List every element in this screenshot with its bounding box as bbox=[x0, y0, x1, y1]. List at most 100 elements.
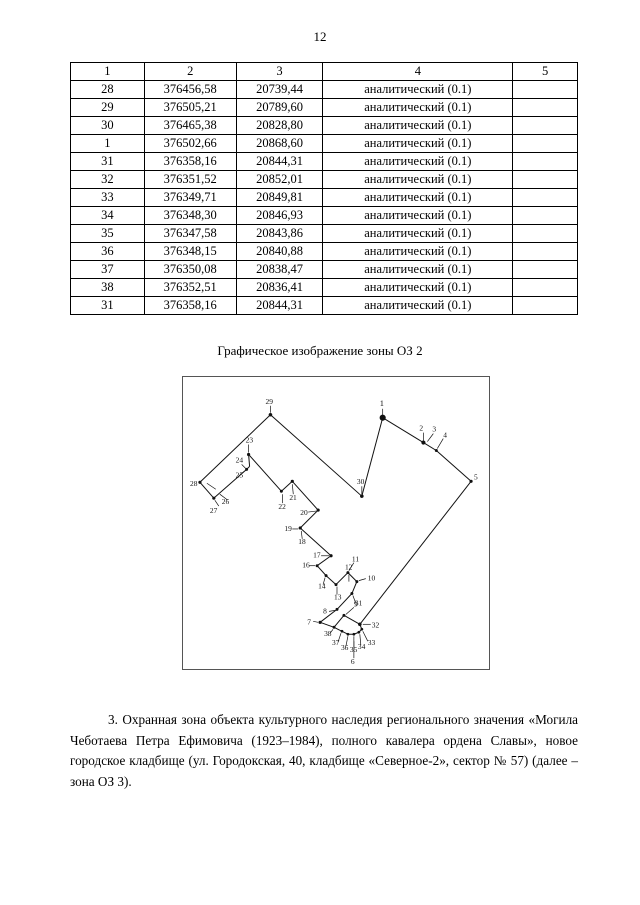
vertex-label-7: 7 bbox=[307, 617, 311, 626]
vertex-label-28: 28 bbox=[190, 479, 198, 488]
cell-coordinate-y: 20828,80 bbox=[235, 116, 324, 135]
cell-coordinate-y: 20844,31 bbox=[235, 296, 324, 315]
vertex-label-31: 31 bbox=[355, 598, 363, 607]
vertex-label-25: 25 bbox=[236, 470, 244, 479]
cell-point-number: 31 bbox=[70, 152, 145, 171]
boundary-edges bbox=[199, 414, 472, 635]
cell-note bbox=[512, 188, 578, 207]
cell-point-number: 38 bbox=[70, 278, 145, 297]
cell-coordinate-x: 376351,52 bbox=[143, 170, 237, 189]
vertex-label-33: 33 bbox=[368, 638, 376, 647]
cell-coordinate-x: 376350,08 bbox=[143, 260, 237, 279]
cell-coordinate-y: 20852,01 bbox=[235, 170, 324, 189]
cell-coordinate-x: 376465,38 bbox=[143, 116, 237, 135]
column-header: 5 bbox=[512, 62, 578, 81]
cell-point-number: 35 bbox=[70, 224, 145, 243]
vertex-label-26: 26 bbox=[222, 497, 230, 506]
cell-coordinate-y: 20836,41 bbox=[235, 278, 324, 297]
vertex-marker-14 bbox=[324, 574, 328, 578]
cell-method: аналитический (0.1) bbox=[322, 116, 514, 135]
vertex-label-37: 37 bbox=[332, 638, 340, 647]
cell-coordinate-x: 376348,30 bbox=[143, 206, 237, 225]
cell-coordinate-x: 376348,15 bbox=[143, 242, 237, 261]
vertex-marker-36 bbox=[346, 632, 350, 636]
cell-point-number: 30 bbox=[70, 116, 145, 135]
vertex-marker-5 bbox=[469, 479, 473, 483]
table-row: 31 376358,16 20844,31 аналитический (0.1… bbox=[70, 152, 578, 171]
vertex-label-11: 11 bbox=[352, 555, 359, 564]
cell-note bbox=[512, 116, 578, 135]
vertex-label-6: 6 bbox=[351, 657, 355, 666]
vertex-label-17: 17 bbox=[313, 551, 321, 560]
boundary-vertices bbox=[198, 412, 473, 636]
cell-method: аналитический (0.1) bbox=[322, 134, 514, 153]
cell-point-number: 37 bbox=[70, 260, 145, 279]
table-row: 37 376350,08 20838,47 аналитический (0.1… bbox=[70, 260, 578, 279]
cell-note bbox=[512, 260, 578, 279]
cell-note bbox=[512, 224, 578, 243]
cell-method: аналитический (0.1) bbox=[322, 260, 514, 279]
cell-note bbox=[512, 152, 578, 171]
cell-coordinate-y: 20849,81 bbox=[235, 188, 324, 207]
zone-boundary-svg: 1 2 3 4 5 6 7 8 9 10 11 12 13 14 16 17 1… bbox=[190, 397, 478, 666]
vertex-label-18: 18 bbox=[298, 537, 306, 546]
cell-coordinate-y: 20840,88 bbox=[235, 242, 324, 261]
vertex-label-9: 9 bbox=[354, 599, 358, 608]
table-row: 36 376348,15 20840,88 аналитический (0.1… bbox=[70, 242, 578, 261]
vertex-label-3: 3 bbox=[432, 425, 436, 434]
vertex-marker-16 bbox=[315, 564, 319, 568]
vertex-leader-lines bbox=[206, 405, 444, 659]
vertex-marker-8 bbox=[335, 607, 339, 611]
vertex-marker-27 bbox=[212, 496, 216, 500]
vertex-marker-25 bbox=[245, 467, 249, 471]
cell-coordinate-y: 20843,86 bbox=[235, 224, 324, 243]
vertex-marker-30 bbox=[360, 494, 364, 498]
cell-point-number: 1 bbox=[70, 134, 145, 153]
table-row: 38 376352,51 20836,41 аналитический (0.1… bbox=[70, 278, 578, 297]
cell-method: аналитический (0.1) bbox=[322, 80, 514, 99]
table-row: 34 376348,30 20846,93 аналитический (0.1… bbox=[70, 206, 578, 225]
cell-point-number: 31 bbox=[70, 296, 145, 315]
cell-point-number: 34 bbox=[70, 206, 145, 225]
vertex-marker-4 bbox=[434, 449, 438, 452]
table-row: 35 376347,58 20843,86 аналитический (0.1… bbox=[70, 224, 578, 243]
vertex-label-27: 27 bbox=[210, 506, 218, 515]
cell-coordinate-y: 20789,60 bbox=[235, 98, 324, 117]
cell-point-number: 32 bbox=[70, 170, 145, 189]
table-row: 30 376465,38 20828,80 аналитический (0.1… bbox=[70, 116, 578, 135]
vertex-marker-33 bbox=[360, 627, 364, 631]
vertex-marker-37 bbox=[340, 629, 344, 633]
cell-coordinate-x: 376347,58 bbox=[143, 224, 237, 243]
cell-coordinate-x: 376352,51 bbox=[143, 278, 237, 297]
coordinates-table-body: 1 2 3 4 5 28 376456,58 20739,44 аналитич… bbox=[70, 62, 578, 315]
table-row: 1 376502,66 20868,60 аналитический (0.1) bbox=[70, 134, 578, 153]
cell-point-number: 36 bbox=[70, 242, 145, 261]
cell-coordinate-x: 376505,21 bbox=[143, 98, 237, 117]
vertex-marker-21 bbox=[290, 479, 294, 483]
vertex-marker-29 bbox=[268, 412, 273, 417]
cell-method: аналитический (0.1) bbox=[322, 152, 514, 171]
vertex-marker-28 bbox=[198, 480, 202, 484]
table-row: 28 376456,58 20739,44 аналитический (0.1… bbox=[70, 80, 578, 99]
cell-method: аналитический (0.1) bbox=[322, 278, 514, 297]
cell-method: аналитический (0.1) bbox=[322, 188, 514, 207]
vertex-label-12: 12 bbox=[345, 563, 353, 572]
table-row: 29 376505,21 20789,60 аналитический (0.1… bbox=[70, 98, 578, 117]
cell-coordinate-x: 376456,58 bbox=[143, 80, 237, 99]
cell-coordinate-x: 376349,71 bbox=[143, 188, 237, 207]
vertex-label-21: 21 bbox=[289, 493, 297, 502]
vertex-labels: 1 2 3 4 5 6 7 8 9 10 11 12 13 14 16 17 1… bbox=[190, 397, 478, 666]
vertex-marker-2 bbox=[421, 440, 426, 445]
cell-coordinate-y: 20739,44 bbox=[235, 80, 324, 99]
vertex-label-22: 22 bbox=[278, 502, 286, 511]
cell-method: аналитический (0.1) bbox=[322, 224, 514, 243]
vertex-marker-22 bbox=[279, 489, 283, 493]
cell-point-number: 33 bbox=[70, 188, 145, 207]
vertex-marker-1 bbox=[379, 414, 386, 421]
vertex-label-8: 8 bbox=[323, 606, 327, 615]
cell-method: аналитический (0.1) bbox=[322, 242, 514, 261]
cell-note bbox=[512, 80, 578, 99]
vertex-marker-19 bbox=[298, 526, 302, 530]
vertex-label-2: 2 bbox=[419, 424, 423, 433]
table-row: 33 376349,71 20849,81 аналитический (0.1… bbox=[70, 188, 578, 207]
